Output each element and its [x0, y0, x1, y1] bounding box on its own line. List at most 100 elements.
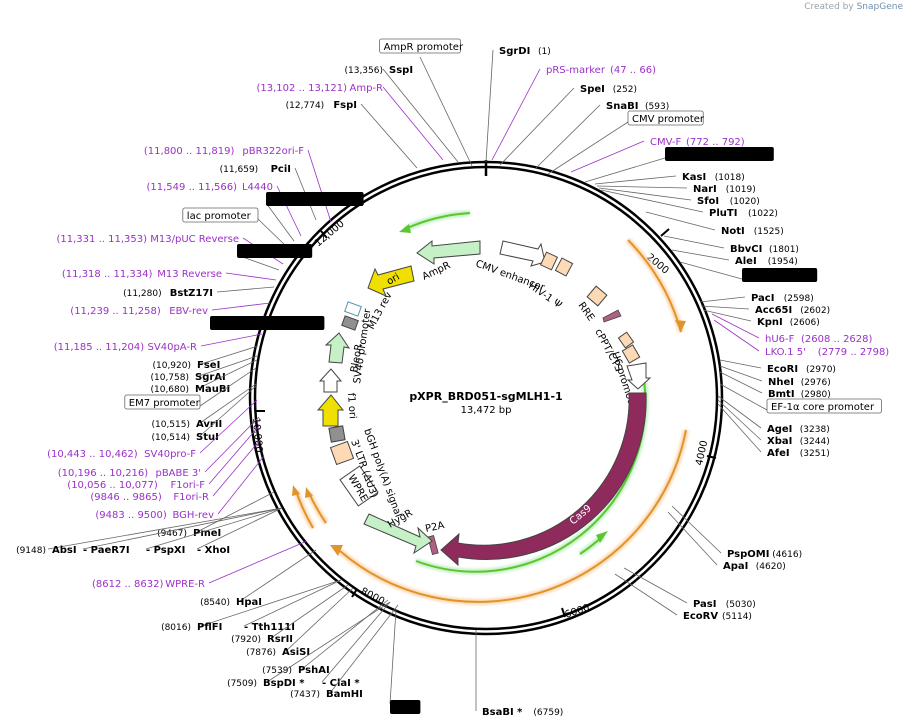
label-coord-prs-marker: (47 .. 66) — [610, 65, 656, 76]
leader-line-stui — [199, 385, 257, 437]
label-box-lac-operator — [237, 244, 313, 258]
leader-line-bbvci — [663, 235, 725, 249]
label-name-pmei: PmeI — [193, 528, 221, 539]
leader-line-sv40pa-r — [200, 333, 263, 347]
label-pmei: (9467)PmeI — [157, 491, 275, 539]
leader-line-hpai — [239, 549, 317, 602]
label-f1ori-r: F1ori-R(9846 .. 9865) — [90, 439, 261, 503]
label-box-cmv-promoter — [627, 110, 704, 126]
label-sgrai: (10,758)SgrAI — [150, 355, 258, 383]
label-name-fsei: FseI — [197, 360, 220, 371]
credit-prefix: Created by — [804, 2, 854, 12]
label-coord-m13-puc-reverse: (11,331 .. 11,353) — [57, 234, 148, 245]
label-prs-marker: pRS-marker (47 .. 66) — [491, 65, 656, 161]
label-text-ef-1-core-promoter: EF-1α core promoter — [771, 402, 875, 413]
label-coord-kasi: (1018) — [715, 173, 745, 183]
leader-line-alei — [671, 249, 730, 261]
label-name-m13-reverse: M13 Reverse — [157, 269, 222, 280]
label-name-alei: AleI — [735, 256, 757, 267]
label-maubi: (10,680)MauBI — [150, 359, 258, 395]
label-name-bgh-rev: BGH-rev — [172, 510, 214, 521]
label-coord-avrii: (10,515) — [151, 420, 190, 430]
label-coord-m13-reverse: (11,318 .. 11,334) — [62, 269, 153, 280]
orange-arc-top-right — [625, 237, 686, 333]
label-hu6-f: hU6-F(2608 .. 2628) — [711, 313, 873, 345]
label-sgrdi: SgrDI(1) — [485, 46, 551, 163]
label-coord-agei: (3238) — [800, 425, 830, 435]
label-coord-pcii: (11,659) — [220, 165, 259, 175]
label-name-afei: AfeI — [767, 448, 790, 459]
label-coord-rsrii: (7920) — [231, 635, 261, 645]
label-name-ebv-rev: EBV-rev — [169, 306, 208, 317]
label-coord-nari: (1019) — [726, 185, 756, 195]
label-cmv-f: CMV-F(772 .. 792) — [570, 137, 745, 173]
label-box-ampr-promoter — [379, 38, 461, 54]
label-name-prs-marker: pRS-marker — [546, 65, 606, 76]
label-name-pluti: PluTI — [709, 208, 737, 219]
label-afei: AfeI(3251) — [717, 403, 830, 459]
label-name-bsabi: BsaBI * — [482, 707, 523, 718]
label-tth111i: - Tth111I — [243, 579, 342, 633]
label-name-pbabe-3: pBABE 3' — [155, 468, 201, 479]
label-ampr-promoter: AmpR promoter — [379, 38, 473, 167]
label-pflfi: (8016)PflFI — [161, 579, 342, 633]
label-name-paci: PacI — [751, 293, 774, 304]
tick-10000-label: 10,000 — [250, 417, 264, 453]
label-f1ori-f: F1ori-F(10,056 .. 10,077) — [67, 425, 260, 491]
label-name-sgrai: SgrAI — [195, 372, 226, 383]
leader-line-rsrii — [270, 584, 349, 639]
orange-arc-small-2 — [305, 487, 329, 525]
label-coord-sgrdi: (1) — [538, 47, 551, 57]
label-pluti: PluTI(1022) — [600, 189, 778, 219]
label-coord-sspi: (13,356) — [344, 66, 383, 76]
leader-line-f1ori-r — [212, 439, 261, 497]
label-amp-r: Amp-R(13,102 .. 13,121) — [257, 83, 444, 161]
label-coord-amp-r: (13,102 .. 13,121) — [257, 83, 348, 94]
label-xbai: XbaI(3244) — [717, 399, 830, 447]
leader-line-kasi — [594, 175, 677, 185]
leader-line-sgrdi — [485, 49, 494, 163]
label-coord-bmti: (2980) — [801, 390, 831, 400]
label-coord-l4440: (11,549 .. 11,566) — [147, 182, 238, 193]
label-coord-kpni: (2606) — [790, 318, 820, 328]
label-nari: NarI(1019) — [596, 184, 756, 195]
label-coord-bamhi: (7437) — [290, 690, 320, 700]
leader-line-ecorv — [614, 573, 678, 616]
leader-line-nari — [596, 185, 688, 189]
label-name-kasi: KasI — [682, 172, 706, 183]
label-name-rsrii: RsrII — [267, 634, 293, 645]
label-name-tth111i: - Tth111I — [244, 622, 295, 633]
leader-line-pflfi — [200, 579, 342, 627]
label-name-clai: - ClaI * — [322, 678, 360, 689]
label-name-stui: StuI — [196, 432, 219, 443]
label-coord-apai: (4620) — [756, 562, 786, 572]
label-coord-maubi: (10,680) — [150, 385, 189, 395]
label-coord-f1ori-f: (10,056 .. 10,077) — [67, 480, 158, 491]
leader-line-f1ori-f — [208, 425, 260, 485]
leader-line-bmti — [719, 371, 763, 394]
label-coord-sfoi: (1020) — [730, 197, 760, 207]
leader-line-ampr-promoter — [419, 56, 473, 167]
label-name-amp-r: Amp-R — [350, 83, 384, 94]
leader-line-xhoi — [196, 507, 283, 550]
label-coord-stui: (10,514) — [151, 433, 190, 443]
label-xhoi: - XhoI — [196, 507, 283, 556]
label-name-l4440: L4440 — [242, 182, 273, 193]
label-coord-pspomi: (4616) — [772, 550, 802, 560]
label-sv40pa-r: SV40pA-R(11,185 .. 11,204) — [54, 333, 263, 353]
label-cap-binding-site: CAP binding site — [265, 192, 364, 242]
leader-line-ef-1-core-promoter — [719, 383, 768, 411]
label-name-pshai: PshAI — [298, 665, 330, 676]
bleor-label: BleoR — [349, 343, 365, 373]
label-name-kpni: KpnI — [757, 317, 783, 328]
label-name-bbvci: BbvCI — [730, 244, 762, 255]
label-bamhi: (7437)BamHI — [290, 604, 399, 700]
label-name-spei: SpeI — [580, 84, 605, 95]
label-name-pbr322ori-f: pBR322ori-F — [242, 146, 304, 157]
leader-line-5-ltr-truncated — [584, 157, 666, 183]
leader-line-kpni — [702, 309, 752, 322]
label-box-em7-promoter — [124, 394, 201, 410]
label-coord-hpai: (8540) — [200, 598, 230, 608]
label-name-noti: NotI — [721, 226, 745, 237]
leader-line-sv40pro-f — [199, 399, 258, 454]
